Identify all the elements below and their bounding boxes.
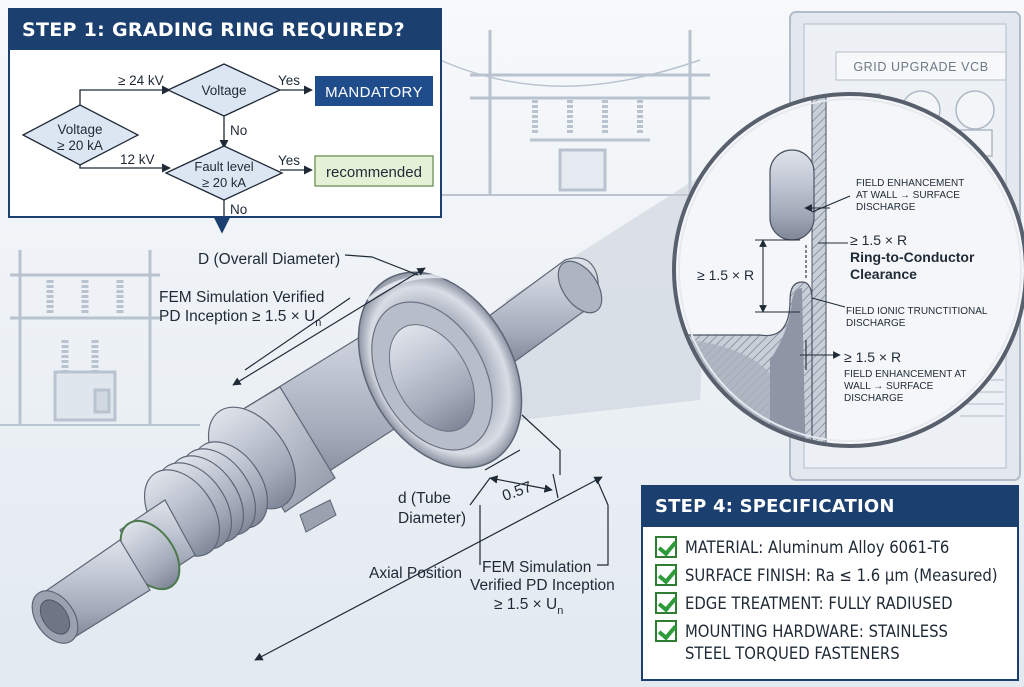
magnifier-wedge — [506, 170, 710, 420]
field-wall-top-2: AT WALL → SURFACE — [856, 190, 960, 201]
cert-item-surface: SURFACE FINISH: Ra ≤ 1.6 µm (Measured) — [655, 564, 998, 587]
field-ionic-1: FIELD IONIC TRUNCTITIONAL — [846, 306, 988, 317]
no-label-1: No — [230, 123, 247, 138]
fem-bottom-line1: FEM Simulation — [482, 559, 591, 576]
field-wall-bottom-1: FIELD ENHANCEMENT AT — [844, 369, 966, 380]
bottom-value: ≥ 1.5 × R — [844, 349, 901, 365]
step1-panel: STEP 1: GRADING RING REQUIRED? Voltage ≥… — [8, 8, 442, 218]
overall-diameter-label: D (Overall Diameter) — [198, 251, 340, 268]
tube-diameter-label-1: d (Tube — [398, 490, 451, 507]
field-wall-top-1: FIELD ENHANCEMENT — [856, 178, 964, 189]
cert-text-line2: STEEL TORQUED FASTENERS — [685, 644, 900, 663]
cert-text: MATERIAL: Aluminum Alloy 6061-T6 — [685, 538, 950, 557]
branch-low: 12 kV — [120, 152, 155, 167]
start-node-line2: ≥ 20 kA — [57, 138, 103, 153]
dimension-lines — [232, 254, 609, 661]
transformer-background — [0, 250, 200, 426]
fem-top-line1: FEM Simulation Verified — [159, 289, 324, 306]
substation-background — [420, 30, 780, 196]
fault-decision — [164, 145, 284, 201]
axial-position-label: Axial Position — [369, 565, 462, 582]
fem-bottom-line3: ≥ 1.5 × Un — [494, 596, 563, 617]
fault-node-line1: Fault level — [194, 159, 253, 174]
field-wall-bottom-3: DISCHARGE — [844, 393, 904, 404]
check-icon — [655, 564, 677, 586]
voltage-decision — [166, 63, 282, 117]
cert-text: SURFACE FINISH: Ra ≤ 1.6 µm (Measured) — [685, 566, 998, 585]
cert-text: MOUNTING HARDWARE: STAINLESS STEEL TORQU… — [685, 621, 948, 665]
no-label-2: No — [230, 202, 247, 216]
detail-labels: FIELD ENHANCEMENT AT WALL → SURFACE DISC… — [697, 178, 988, 404]
field-wall-top-3: DISCHARGE — [856, 202, 916, 213]
start-decision — [21, 104, 140, 166]
cert-item-edge: EDGE TREATMENT: FULLY RADIUSED — [655, 592, 953, 615]
switchgear-label: GRID UPGRADE VCB — [853, 60, 988, 74]
field-wall-bottom-2: WALL → SURFACE — [844, 381, 934, 392]
cert-text: EDGE TREATMENT: FULLY RADIUSED — [685, 594, 953, 613]
yes-label-2: Yes — [278, 153, 300, 168]
tube-diameter-label-2: Diameter) — [398, 510, 466, 527]
branch-high: ≥ 24 kV — [118, 73, 164, 88]
fem-top-line2: PD Inception ≥ 1.5 × Un — [159, 308, 321, 329]
cert-text-line1: MOUNTING HARDWARE: STAINLESS — [685, 622, 948, 641]
clearance-title-2: Clearance — [850, 266, 917, 282]
voltage-node: Voltage — [201, 83, 246, 98]
mandatory-label: MANDATORY — [325, 84, 423, 101]
recommended-label: recommended — [326, 164, 422, 181]
check-icon — [655, 592, 677, 614]
clearance-value: ≥ 1.5 × R — [850, 232, 907, 248]
check-icon — [655, 620, 677, 642]
yes-label-1: Yes — [278, 73, 300, 88]
fem-bottom-line2: Verified PD Inception — [470, 577, 615, 594]
step1-title: STEP 1: GRADING RING REQUIRED? — [10, 10, 440, 50]
cert-item-hardware: MOUNTING HARDWARE: STAINLESS STEEL TORQU… — [655, 620, 948, 665]
fault-node-line2: ≥ 20 kA — [202, 175, 246, 190]
start-node-line1: Voltage — [57, 122, 102, 137]
cert-item-material: MATERIAL: Aluminum Alloy 6061-T6 — [655, 536, 950, 559]
step4-panel: STEP 4: SPECIFICATION CERTIFICATES MATER… — [641, 485, 1019, 681]
check-icon — [655, 536, 677, 558]
left-dimension: ≥ 1.5 × R — [697, 267, 754, 283]
field-ionic-2: DISCHARGE — [846, 318, 906, 329]
flowchart: Voltage ≥ 20 kA Voltage Fault level ≥ 20… — [21, 63, 434, 216]
clearance-title-1: Ring-to-Conductor — [850, 249, 975, 265]
step4-title: STEP 4: SPECIFICATION CERTIFICATES — [643, 487, 1017, 557]
mandatory-box — [315, 76, 433, 106]
recommended-box — [314, 155, 434, 187]
